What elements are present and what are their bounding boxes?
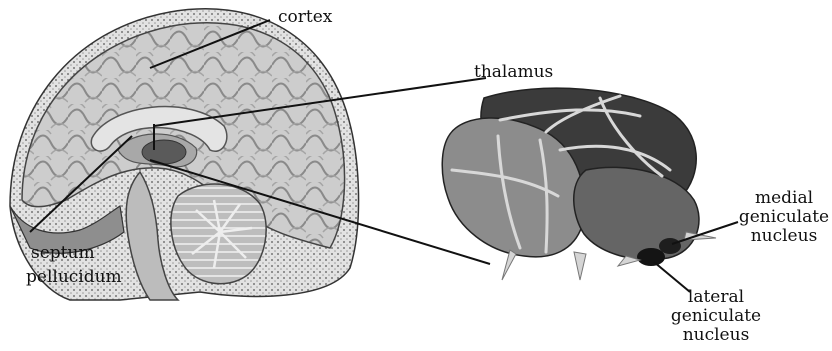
label-cortex: cortex <box>278 9 332 26</box>
label-thalamus: thalamus <box>474 64 553 81</box>
medial-geniculate-body <box>659 238 681 254</box>
label-septum: septum <box>31 245 95 262</box>
lateral-geniculate-line-3: nucleus <box>668 327 764 346</box>
thalamus-3d-model <box>442 88 716 280</box>
label-lateral-geniculate-nucleus: lateral geniculate nucleus <box>668 289 764 346</box>
label-medial-geniculate-nucleus: medial geniculate nucleus <box>736 190 832 247</box>
lateral-geniculate-body <box>637 248 665 266</box>
medial-geniculate-line-3: nucleus <box>736 228 832 247</box>
thalamus-in-section <box>142 140 186 164</box>
lateral-geniculate-leader <box>654 262 690 292</box>
label-pellucidum: pellucidum <box>26 269 122 286</box>
